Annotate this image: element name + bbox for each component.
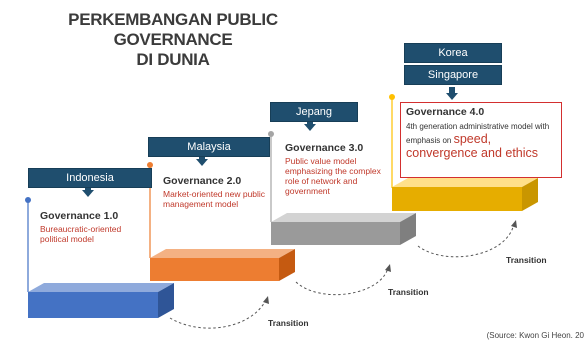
step-2-block <box>150 249 295 281</box>
governance-4-title: Governance 4.0 <box>406 106 485 118</box>
title-line-1: PERKEMBANGAN PUBLIC GOVERNANCE <box>68 10 278 49</box>
governance-4-description-highlight: speed, convergence and ethics <box>406 132 539 160</box>
governance-3-title: Governance 3.0 <box>285 142 364 154</box>
governance-4-description: 4th generation administrative model with… <box>406 121 558 160</box>
country-tag-malaysia: Malaysia <box>148 137 270 157</box>
transition-label-2: Transition <box>388 287 429 297</box>
arrow-indonesia <box>82 190 94 197</box>
arrow-jepang <box>304 124 316 131</box>
country-tag-indonesia: Indonesia <box>28 168 152 188</box>
source-citation: (Source: Kwon Gi Heon. 20 <box>486 331 584 340</box>
governance-1-title: Governance 1.0 <box>40 210 119 222</box>
transition-arrow-3 <box>511 220 517 228</box>
step-1-block <box>28 283 174 318</box>
step-4-block <box>392 178 538 211</box>
governance-3-description: Public value model emphasizing the compl… <box>285 156 381 196</box>
governance-2-description: Market-oriented new public management mo… <box>163 189 266 209</box>
stage-3-dot <box>268 131 274 137</box>
page-title: PERKEMBANGAN PUBLIC GOVERNANCE DI DUNIA <box>8 10 338 70</box>
governance-4-description-text: 4th generation administrative model with… <box>406 122 550 145</box>
country-tag-singapore: Singapore <box>404 65 502 85</box>
transition-label-3: Transition <box>506 255 547 265</box>
country-tag-korea: Korea <box>404 43 502 63</box>
transition-arrow-1 <box>263 296 269 304</box>
transition-arc-1 <box>169 299 267 329</box>
step-3-block <box>271 213 416 245</box>
transition-label-1: Transition <box>268 318 309 328</box>
title-line-2: DI DUNIA <box>136 50 210 69</box>
arrow-singapore <box>446 93 458 100</box>
country-tag-jepang: Jepang <box>270 102 358 122</box>
stage-4-dot <box>389 94 395 100</box>
transition-arrow-2 <box>385 264 391 272</box>
governance-2-title: Governance 2.0 <box>163 175 242 187</box>
transition-arc-3 <box>417 223 515 258</box>
transition-arc-2 <box>295 267 389 296</box>
arrow-malaysia <box>196 159 208 166</box>
stage-2-dot <box>147 162 153 168</box>
governance-1-description: Bureaucratic-oriented political model <box>40 224 122 244</box>
stage-1-dot <box>25 197 31 203</box>
governance-4-box <box>400 102 562 178</box>
